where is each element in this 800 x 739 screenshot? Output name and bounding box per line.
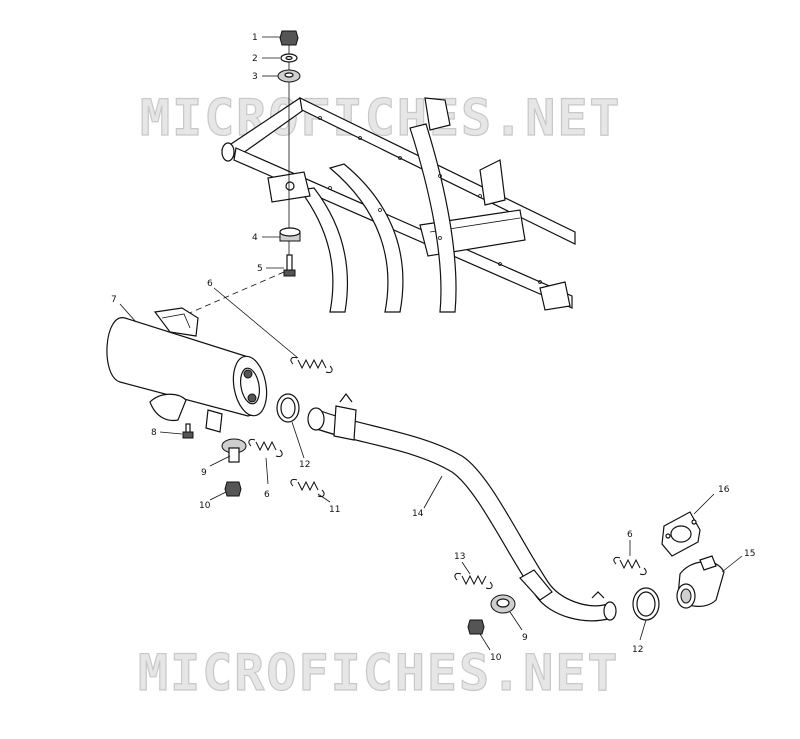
callout-16: 16 xyxy=(718,485,730,495)
callout-3: 3 xyxy=(252,72,258,82)
vehicle-frame xyxy=(220,96,576,313)
callout-6-mid: 6 xyxy=(264,490,270,500)
muffler-part-7 xyxy=(106,307,268,433)
mount-dashed-line xyxy=(177,271,285,319)
spring-part-6-right xyxy=(613,557,647,575)
callout-2: 2 xyxy=(252,54,258,64)
callout-12-left: 12 xyxy=(299,460,310,470)
callout-13: 13 xyxy=(454,552,465,562)
callout-5: 5 xyxy=(257,264,263,274)
callout-12-right: 12 xyxy=(632,645,643,655)
callout-4: 4 xyxy=(252,233,258,243)
callout-14: 14 xyxy=(412,509,424,519)
exhaust-flange-part-15 xyxy=(676,555,725,609)
grommet-part-3 xyxy=(277,69,301,83)
grommet-part-9-left xyxy=(221,438,247,463)
bolt-part-5 xyxy=(283,254,296,277)
watermark-bottom: MICROFICHES.NET xyxy=(138,644,620,702)
nut-part-10-left xyxy=(224,481,242,497)
spring-part-13 xyxy=(454,573,493,589)
nut-part-10-right xyxy=(467,619,485,635)
gasket-part-12-right xyxy=(632,587,660,621)
exhaust-gasket-part-16 xyxy=(661,511,701,557)
gasket-part-12-left xyxy=(276,393,300,423)
spring-part-6-top xyxy=(290,357,333,373)
head-pipe-part-14 xyxy=(307,393,617,622)
callout-1: 1 xyxy=(252,33,258,43)
callout-9-left: 9 xyxy=(201,468,207,478)
callout-10-right: 10 xyxy=(490,653,502,663)
spring-part-11 xyxy=(290,479,325,497)
nut-part-1 xyxy=(279,30,299,46)
callout-11: 11 xyxy=(329,505,340,515)
callout-8: 8 xyxy=(151,428,157,438)
callout-6-right: 6 xyxy=(627,530,633,540)
leader-lines xyxy=(119,36,743,651)
grommet-part-9-right xyxy=(490,594,516,614)
watermark-top: MICROFICHES.NET xyxy=(140,89,622,147)
washer-part-2 xyxy=(280,53,298,63)
callout-15: 15 xyxy=(744,549,755,559)
callout-6-top: 6 xyxy=(207,279,213,289)
bolt-part-8 xyxy=(182,423,194,439)
callout-9-right: 9 xyxy=(522,633,528,643)
callout-10-left: 10 xyxy=(199,501,211,511)
grommet-part-4 xyxy=(279,227,301,242)
spring-part-6-mid xyxy=(248,439,283,457)
callout-7: 7 xyxy=(111,295,117,305)
